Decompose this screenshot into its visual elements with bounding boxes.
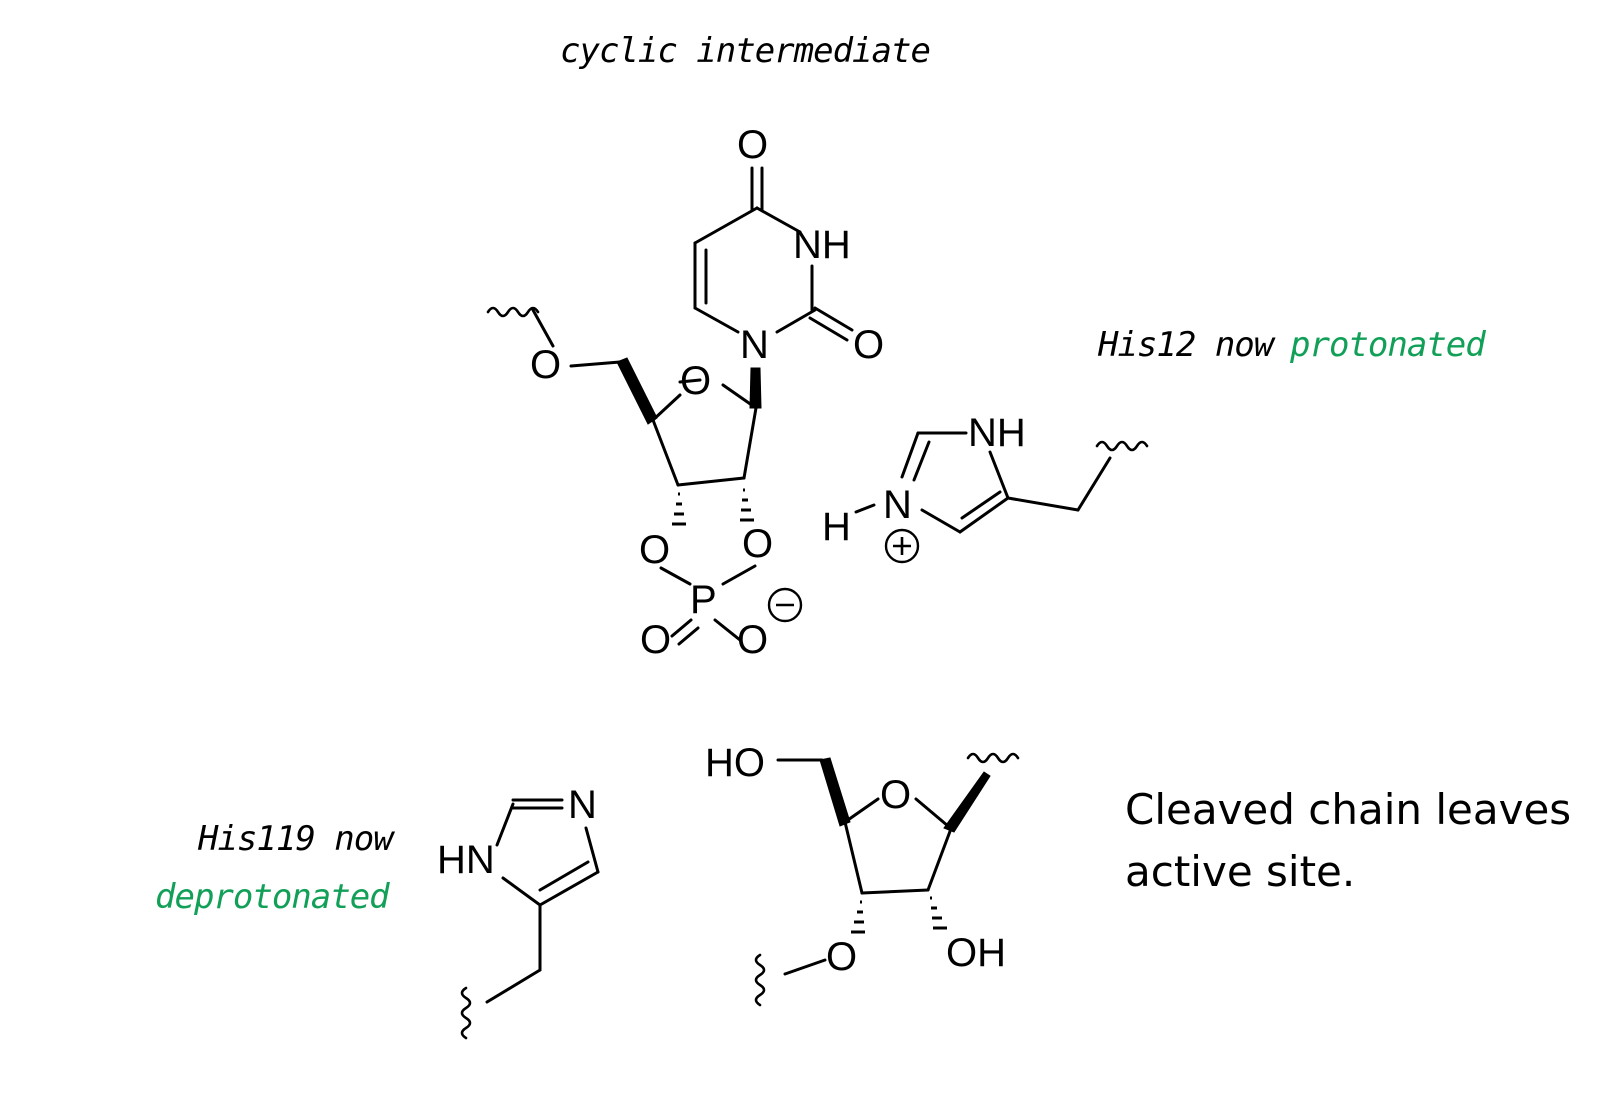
his12-label: His12 now [1097,325,1276,365]
atom-o: O [880,773,911,817]
atom-nh: NH [968,411,1026,455]
atom-o: O [639,528,670,572]
atom-hn: HN [437,838,495,882]
his12-state-label: protonated [1289,325,1486,365]
atom-n: N [568,783,597,827]
atom-o: O [737,123,768,167]
atom-o: O [640,618,671,662]
atom-h: H [822,505,851,549]
atom-o: O [530,343,561,387]
his12-imidazole [854,431,1149,534]
caption-line-1: Cleaved chain leaves [1125,785,1571,834]
his119-imidazole [460,798,600,1040]
his119-state-label: deprotonated [155,877,390,917]
atom-nh: NH [793,223,851,267]
atom-o: O [853,323,884,367]
negative-charge-icon [767,587,803,623]
atom-p: P [690,578,717,622]
atom-n: N [883,483,912,527]
atom-n: N [740,323,769,367]
atom-ho: HO [705,741,765,785]
atom-o: O [680,359,711,403]
title-cyclic-intermediate: cyclic intermediate [560,31,930,71]
atom-oh: OH [946,931,1006,975]
caption-line-2: active site. [1125,847,1355,896]
his119-label: His119 now [197,819,395,859]
positive-charge-icon [884,528,920,564]
atom-o: O [826,935,857,979]
cleaved-ribose-molecule [754,752,1020,1007]
atom-o: O [737,618,768,662]
atom-o: O [742,522,773,566]
cyclic-intermediate-molecule [486,166,854,646]
